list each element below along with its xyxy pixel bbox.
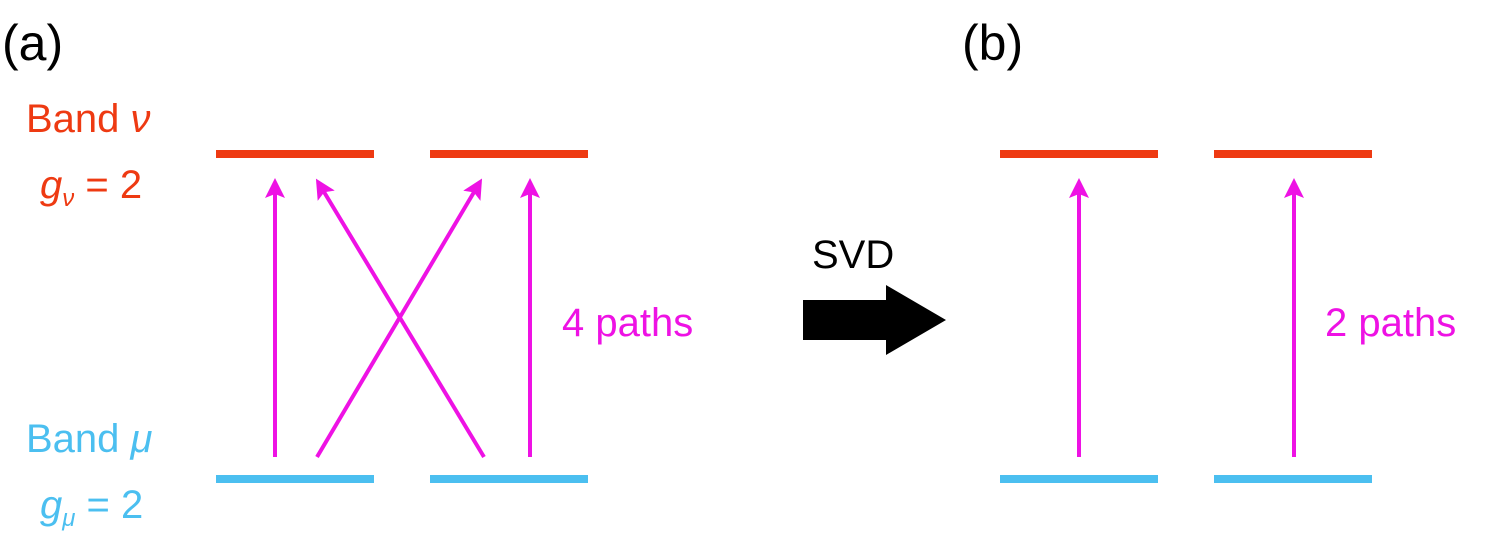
transition-arrow-a-3 — [315, 178, 483, 459]
upper-band-label: Band ν — [26, 97, 151, 141]
paths-label-b: 2 paths — [1325, 301, 1456, 345]
lower-band-label: Band μ — [26, 417, 153, 461]
transition-arrow-a-2 — [315, 178, 486, 459]
upper-band-degeneracy: gν = 2 — [40, 163, 142, 212]
panel-a-label: (a) — [2, 15, 63, 71]
svd-label: SVD — [812, 233, 894, 277]
right-arrow-icon — [803, 285, 946, 355]
paths-label-a: 4 paths — [562, 301, 693, 345]
panel-b-label: (b) — [962, 15, 1023, 71]
lower-band-degeneracy: gμ = 2 — [40, 483, 143, 532]
